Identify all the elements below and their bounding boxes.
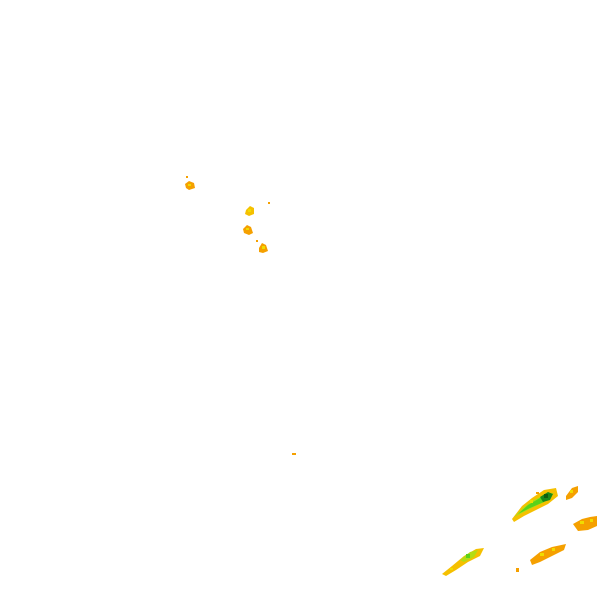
echo-cell-central — [292, 453, 296, 455]
echo-cluster-north-central — [243, 202, 270, 253]
echo-cluster-northwest — [185, 176, 195, 190]
echo-band-southeast — [442, 486, 597, 576]
